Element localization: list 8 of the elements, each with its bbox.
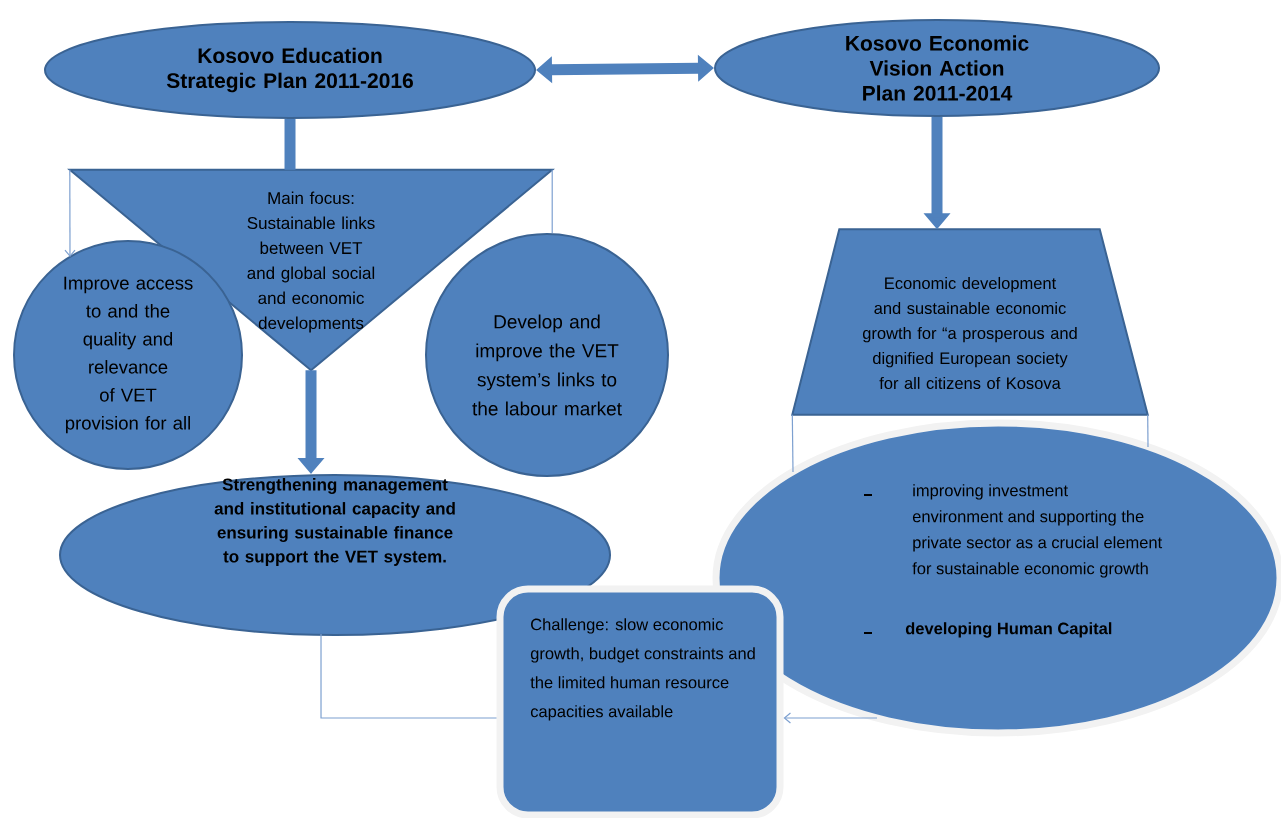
challenge-box: Challenge: slow economic growth, budget constraints and the limited human resource capacities available [496,585,784,818]
connector-line [1147,414,1149,448]
arrow [64,169,76,257]
connector-line [320,633,498,719]
connector-line [551,169,553,234]
connector-line [791,414,794,473]
vision-trapezoid: Economic development and sustainable economic growth for “a prosperous and dignified European society for all citizens of Kosova [791,228,1149,416]
arrow [783,712,878,724]
